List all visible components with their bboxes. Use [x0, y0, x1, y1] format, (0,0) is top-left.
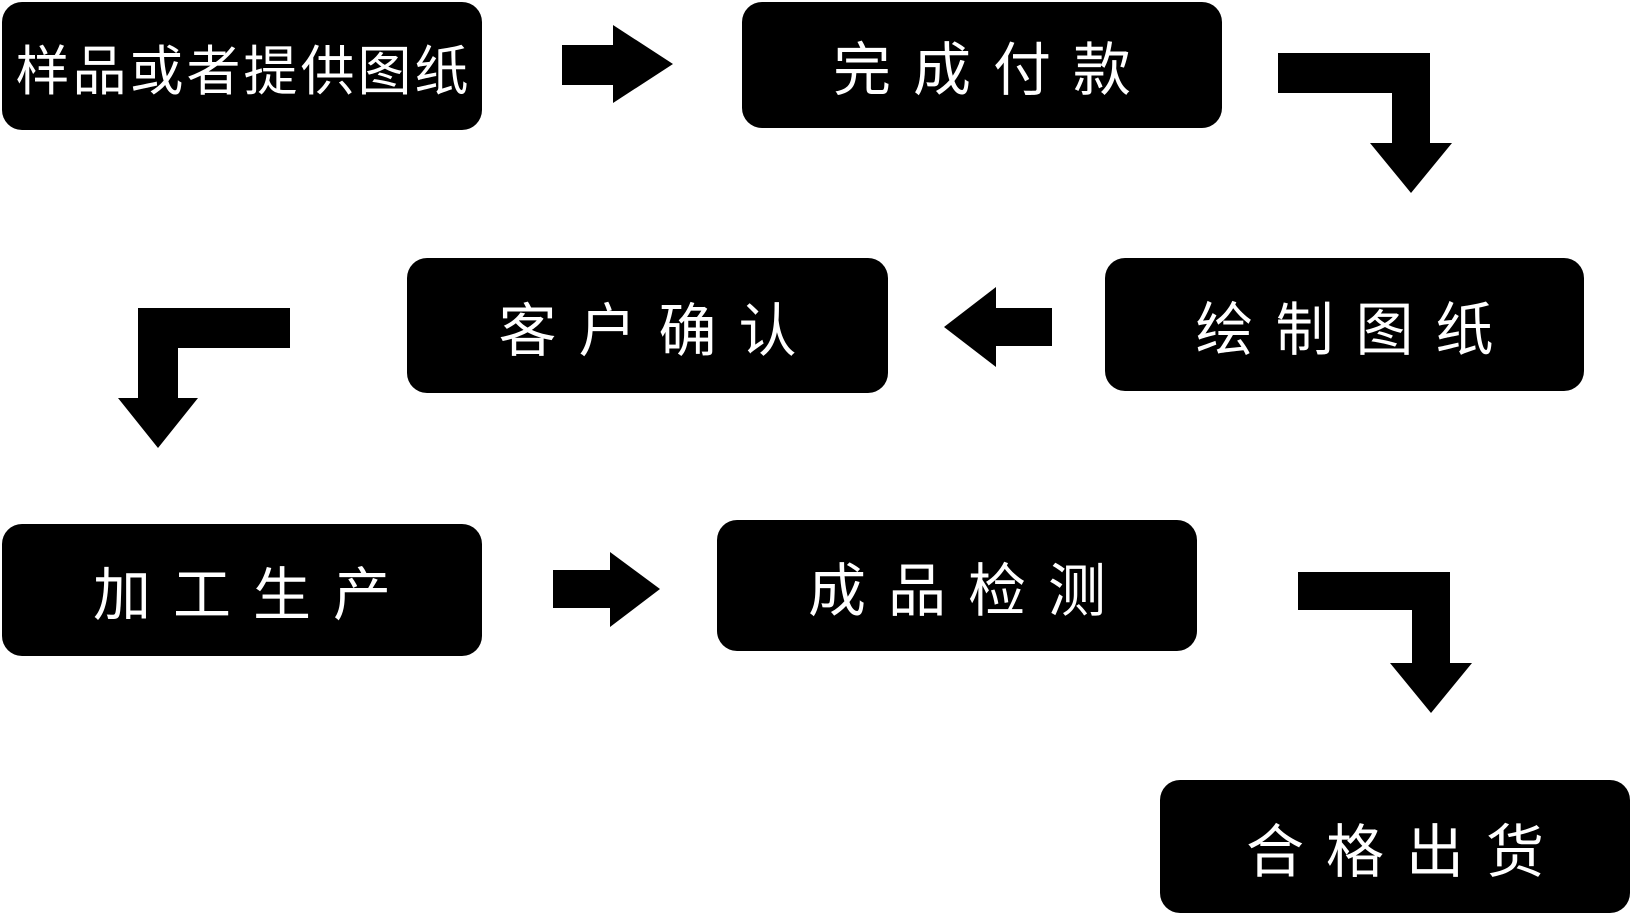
elbow-arrow-icon-confirm-to-production: [118, 308, 290, 448]
node-qualified-shipment-label: 合格出货: [1245, 817, 1566, 886]
elbow-arrow-icon-inspection-to-shipment: [1298, 572, 1472, 713]
node-product-inspection: 成品检测: [717, 520, 1197, 651]
node-draw-drawing-label: 绘制图纸: [1195, 295, 1516, 364]
right-arrow-icon-production-to-inspection: [553, 552, 660, 627]
node-sample-or-drawing: 样品或者提供图纸: [2, 2, 482, 130]
node-processing-production: 加工生产: [2, 524, 482, 656]
node-draw-drawing: 绘制图纸: [1105, 258, 1584, 391]
node-customer-confirm: 客户确认: [407, 258, 888, 393]
node-complete-payment: 完成付款: [742, 2, 1222, 128]
node-customer-confirm-label: 客户确认: [498, 296, 819, 365]
node-sample-or-drawing-label: 样品或者提供图纸: [15, 39, 472, 103]
elbow-arrow-icon-payment-to-drawing: [1278, 53, 1452, 193]
node-complete-payment-label: 完成付款: [832, 36, 1153, 104]
node-qualified-shipment: 合格出货: [1160, 780, 1630, 913]
left-arrow-icon-drawing-to-confirm: [944, 287, 1052, 367]
node-processing-production-label: 加工生产: [92, 561, 413, 629]
right-arrow-icon-sample-to-payment: [562, 25, 673, 103]
node-product-inspection-label: 成品检测: [807, 556, 1128, 625]
